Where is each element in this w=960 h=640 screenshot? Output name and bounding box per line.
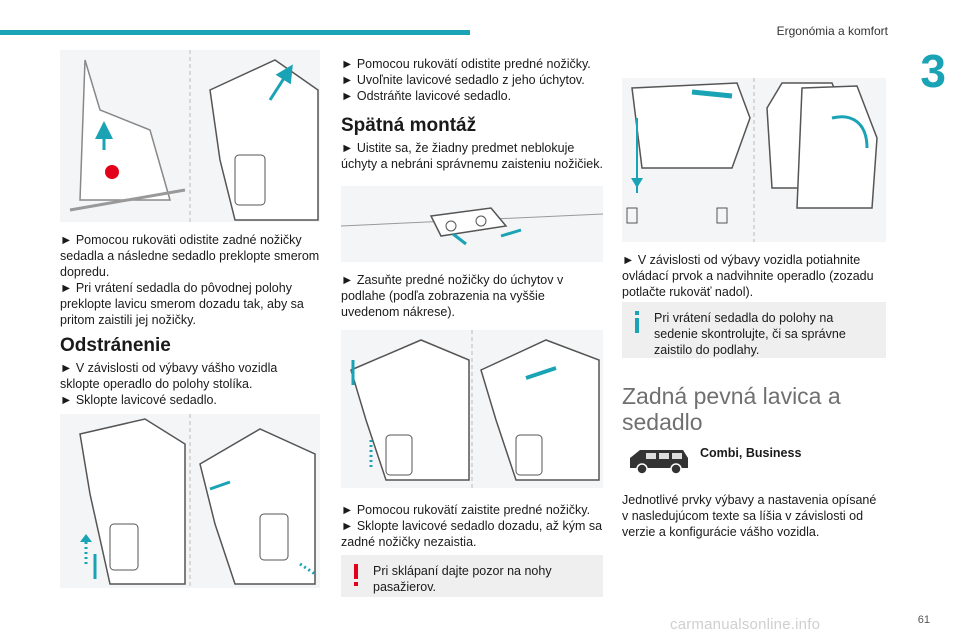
vehicle-icon	[628, 446, 690, 476]
page-number: 61	[917, 614, 930, 626]
paragraph: ► Pomocou rukoväti odistite zadné nožičk…	[60, 233, 320, 279]
paragraph: ► Pomocou rukovätí zaistite predné nožič…	[341, 503, 591, 517]
warning-note: Pri sklápaní dajte pozor na nohy pasažie…	[341, 555, 603, 597]
paragraph: ► Uistite sa, že žiadny predmet neblokuj…	[341, 141, 603, 171]
version-label: Combi, Business	[700, 446, 802, 460]
paragraph: ► Pomocou rukovätí odistite predné nožič…	[341, 57, 591, 71]
section-title: Ergonómia a komfort	[776, 24, 888, 38]
paragraph: ► Odstráňte lavicové sedadlo.	[341, 89, 512, 103]
illustration-seat-tilt-forward	[60, 414, 320, 588]
paragraph: ► Sklopte lavicové sedadlo dozadu, až ký…	[341, 519, 603, 549]
watermark: carmanualsonline.info	[670, 616, 821, 633]
info-note: Pri vrátení sedadla do polohy na sedenie…	[622, 302, 886, 358]
heading-removal: Odstránenie	[60, 335, 171, 356]
paragraph: ► Sklopte lavicové sedadlo.	[60, 393, 217, 407]
column-middle-text-1: ► Pomocou rukovätí odistite predné nožič…	[341, 56, 603, 172]
illustration-rear-feet-release	[60, 50, 320, 222]
heading-reinstall: Spätná montáž	[341, 115, 477, 136]
illustration-backrest-lift	[622, 78, 886, 242]
column-middle-text-3: ► Pomocou rukovätí zaistite predné nožič…	[341, 502, 603, 550]
column-left-text-1: ► Pomocou rukoväti odistite zadné nožičk…	[60, 232, 320, 328]
column-right-heading: Zadná pevná lavica a sedadlo	[622, 383, 886, 435]
column-middle-text-2: ► Zasuňte predné nožičky do úchytov v po…	[341, 272, 603, 320]
column-left-text-2: Odstránenie ► V závislosti od výbavy váš…	[60, 335, 320, 408]
warning-text: Pri sklápaní dajte pozor na nohy pasažie…	[373, 564, 552, 594]
paragraph: ► V závislosti od výbavy vášho vozidla s…	[60, 361, 278, 391]
illustration-floor-anchors	[341, 186, 603, 262]
info-icon	[635, 311, 639, 333]
paragraph: ► V závislosti od výbavy vozidla potiahn…	[622, 253, 874, 299]
warning-icon	[354, 564, 358, 586]
info-text: Pri vrátení sedadla do polohy na sedenie…	[654, 311, 846, 357]
illustration-insert-front-feet	[341, 330, 603, 488]
chapter-number: 3	[920, 45, 946, 97]
paragraph: ► Zasuňte predné nožičky do úchytov v po…	[341, 273, 564, 319]
paragraph: ► Uvoľnite lavicové sedadlo z jeho úchyt…	[341, 73, 585, 87]
paragraph: Jednotlivé prvky výbavy a nastavenia opí…	[622, 493, 877, 539]
column-right-text-1: ► V závislosti od výbavy vozidla potiahn…	[622, 252, 886, 300]
heading-rear-fixed-bench: Zadná pevná lavica a sedadlo	[622, 383, 841, 435]
column-right-text-2: Jednotlivé prvky výbavy a nastavenia opí…	[622, 492, 886, 540]
paragraph: ► Pri vrátení sedadla do pôvodnej polohy…	[60, 281, 304, 327]
header-accent-bar	[0, 30, 470, 35]
